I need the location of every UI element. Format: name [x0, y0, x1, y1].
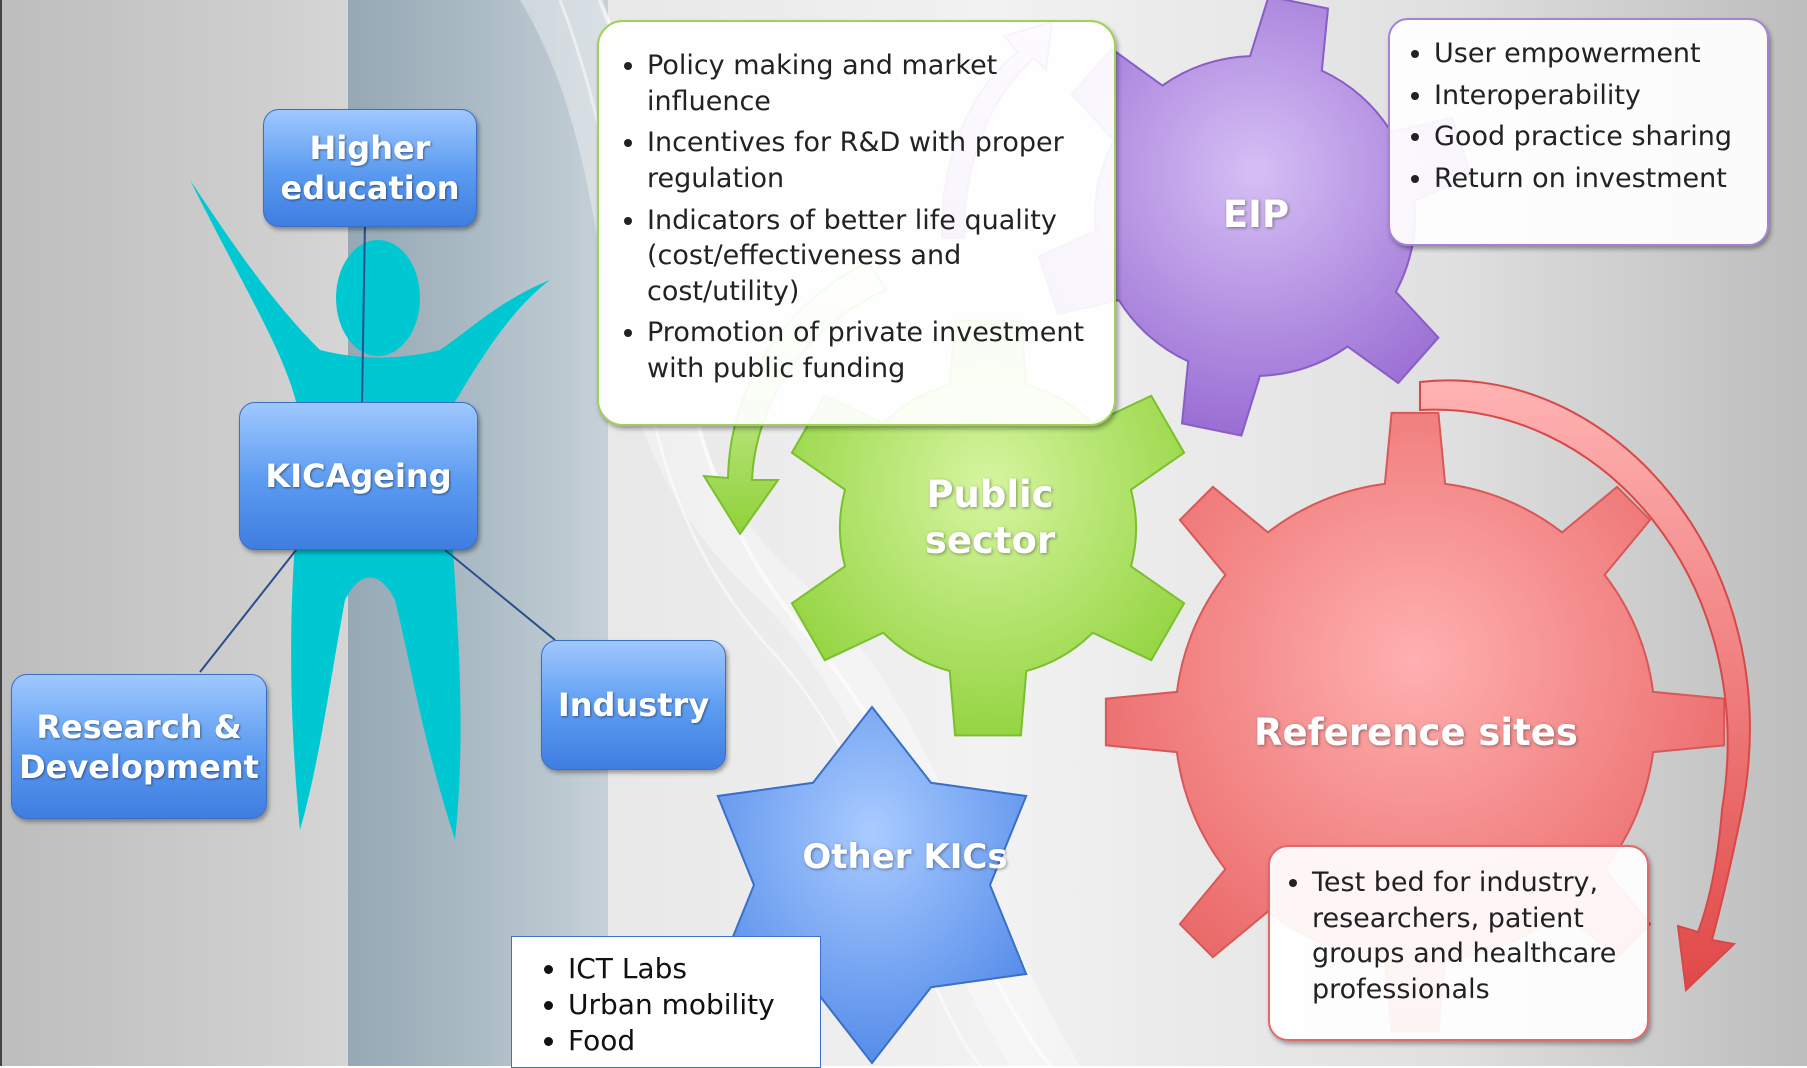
red-arrow-icon [1419, 379, 1751, 993]
higher-education-line1: Higher [309, 129, 431, 167]
other-kics-callout: ICT Labs Urban mobility Food [511, 936, 821, 1068]
public-sector-item: Promotion of private investment with pub… [647, 315, 1096, 386]
public-sector-item: Policy making and market influence [647, 48, 1096, 119]
eip-item: Interoperability [1434, 78, 1767, 114]
eip-label: EIP [1222, 193, 1290, 236]
higher-education-line2: education [280, 169, 460, 207]
research-development-node: Research & Development [11, 674, 267, 819]
research-line1: Research & [36, 707, 242, 746]
other-kics-label: Other KICs [802, 837, 1008, 877]
reference-sites-callout: Test bed for industry, researchers, pati… [1268, 845, 1649, 1041]
industry-label: Industry [557, 686, 710, 724]
reference-sites-item: Test bed for industry, researchers, pati… [1312, 865, 1631, 1008]
reference-sites-list: Test bed for industry, researchers, pati… [1270, 847, 1647, 1008]
other-kics-list: ICT Labs Urban mobility Food [512, 937, 820, 1058]
research-line2: Development [19, 747, 259, 786]
eip-list: User empowerment Interoperability Good p… [1390, 20, 1767, 197]
public-sector-callout: Policy making and market influence Incen… [597, 20, 1116, 426]
eip-item: Good practice sharing [1434, 119, 1767, 155]
public-sector-line2: sector [924, 519, 1056, 563]
higher-education-node: Higher education [263, 109, 477, 227]
other-kics-item: Food [568, 1023, 820, 1059]
kicageing-label: KICAgeing [265, 457, 452, 495]
public-sector-label: Public sector [880, 472, 1100, 565]
kicageing-node: KICAgeing [239, 402, 478, 550]
reference-sites-label: Reference sites [1254, 711, 1578, 754]
other-kics-item: ICT Labs [568, 951, 820, 987]
public-sector-list: Policy making and market influence Incen… [599, 22, 1114, 387]
public-sector-item: Indicators of better life quality (cost/… [647, 203, 1096, 310]
other-kics-item: Urban mobility [568, 987, 820, 1023]
public-sector-line1: Public [926, 473, 1054, 516]
eip-item: Return on investment [1434, 161, 1767, 197]
industry-node: Industry [541, 640, 726, 770]
public-sector-item: Incentives for R&D with proper regulatio… [647, 125, 1096, 196]
eip-item: User empowerment [1434, 36, 1767, 72]
eip-callout: User empowerment Interoperability Good p… [1388, 18, 1769, 246]
